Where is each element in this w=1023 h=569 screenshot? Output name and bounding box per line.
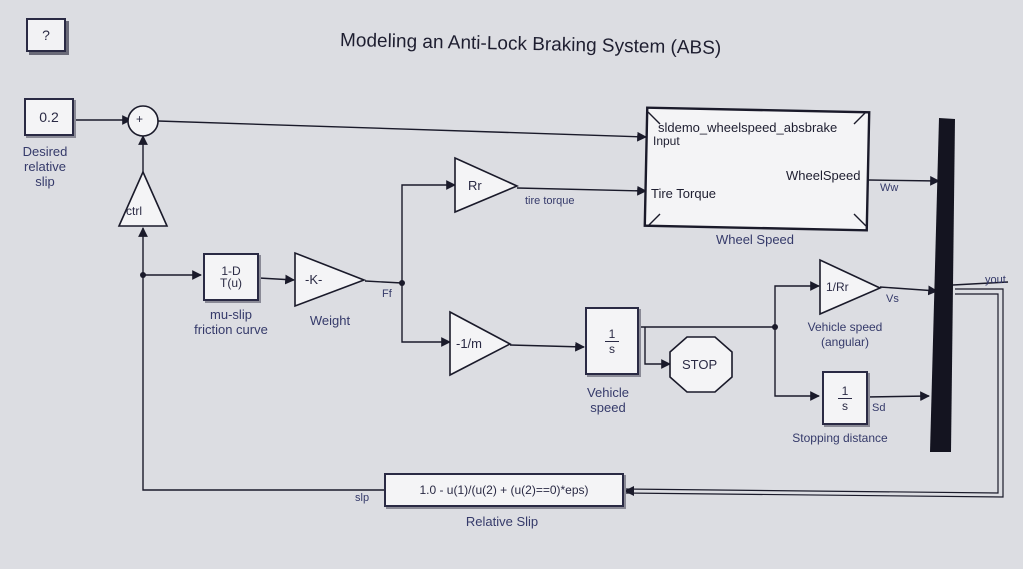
distance-integrator-den: s <box>842 398 848 413</box>
wheel-ref-name: sldemo_wheelspeed_absbrake <box>658 120 838 135</box>
line-to-stop <box>644 327 671 369</box>
junction-ff <box>399 280 405 286</box>
vehicle-integrator-den: s <box>609 341 615 356</box>
line-weight-to-ff <box>364 280 403 284</box>
help-label: ? <box>42 27 50 43</box>
line-distance-to-mux <box>865 391 930 402</box>
yout-signal-label: yout <box>985 274 1006 286</box>
vehicle-speed-integrator[interactable]: 1 s <box>585 307 639 375</box>
stopping-distance-integrator[interactable]: 1 s <box>822 371 868 425</box>
constant-label: Desired relative slip <box>22 144 68 189</box>
weight-label: Weight <box>309 313 351 328</box>
junction-speed <box>772 324 778 330</box>
invrr-label: Vehicle speed (angular) <box>807 320 883 349</box>
fcn-label: Relative Slip <box>465 514 539 529</box>
line-to-distance <box>774 327 820 401</box>
ff-signal-label: Ff <box>382 288 392 300</box>
rr-gain: Rr <box>468 178 482 193</box>
ww-signal-label: Ww <box>880 182 899 194</box>
wheel-speed-subsystem[interactable] <box>643 106 871 232</box>
line-invm-to-integrator <box>509 341 585 352</box>
wheel-port-wheelspeed: WheelSpeed <box>786 168 861 183</box>
lookup-line2: T(u) <box>220 276 242 290</box>
line-ff-to-rr <box>401 180 456 283</box>
relative-slip-fcn-block[interactable]: 1.0 - u(1)/(u(2) + (u(2)==0)*eps) <box>384 473 624 507</box>
vehicle-integrator-tf: 1 s <box>605 328 619 355</box>
tire-torque-label: tire torque <box>525 195 575 207</box>
ctrl-label: ctrl <box>126 204 142 218</box>
invm-gain: -1/m <box>456 336 482 351</box>
wheel-subsystem-label: Wheel Speed <box>715 232 795 247</box>
distance-integrator-tf: 1 s <box>838 385 852 412</box>
distance-integrator-num: 1 <box>841 383 849 398</box>
line-wheel-to-mux <box>867 175 940 186</box>
invm-gain-block[interactable] <box>449 310 512 377</box>
line-sum-to-wheel <box>157 120 647 142</box>
sum-sign: + <box>136 112 144 126</box>
bus-to-fcn-a <box>623 288 1004 498</box>
vs-signal-label: Vs <box>886 293 899 305</box>
line-slip-feedback <box>138 227 386 491</box>
help-button[interactable]: ? <box>26 18 66 52</box>
constant-block[interactable]: 0.2 <box>24 98 74 136</box>
sum-block[interactable] <box>127 105 159 137</box>
distance-label: Stopping distance <box>792 431 888 445</box>
line-rr-to-wheel <box>516 185 647 196</box>
stop-block[interactable] <box>669 336 733 393</box>
vehicle-speed-label: Vehicle speed <box>587 385 629 415</box>
bus-arrow <box>624 486 634 496</box>
weight-gain: -K- <box>305 272 323 287</box>
line-ff-to-invm <box>401 283 451 347</box>
rr-gain-block[interactable] <box>454 156 520 214</box>
wheel-port-input: Input <box>653 134 680 148</box>
lookup-label: mu-slip friction curve <box>194 307 268 337</box>
stop-text: STOP <box>682 357 718 372</box>
line-mux-out <box>952 281 1009 286</box>
invrr-gain: 1/Rr <box>826 280 849 294</box>
mux-block[interactable] <box>930 118 955 452</box>
ctrl-gain-block[interactable] <box>117 170 169 227</box>
line-lookup-to-weight <box>258 274 295 285</box>
wheel-port-tire-torque: Tire Torque <box>651 186 717 201</box>
line-invrr-to-mux <box>879 285 938 296</box>
invrr-gain-block[interactable] <box>819 258 882 316</box>
constant-value: 0.2 <box>39 109 59 125</box>
line-to-invrr <box>774 281 820 327</box>
subsystem-corner-marks <box>647 111 867 227</box>
weight-gain-block[interactable] <box>294 251 367 308</box>
slp-signal-label: slp <box>355 492 370 504</box>
junction-slip <box>140 272 146 278</box>
bus-to-fcn-b <box>623 293 999 494</box>
vehicle-integrator-num: 1 <box>608 326 616 341</box>
lookup-table-block[interactable]: 1-D T(u) <box>203 253 259 301</box>
fcn-expression: 1.0 - u(1)/(u(2) + (u(2)==0)*eps) <box>419 483 589 497</box>
lookup-line1: 1-D <box>221 264 241 278</box>
sd-signal-label: Sd <box>872 402 886 414</box>
